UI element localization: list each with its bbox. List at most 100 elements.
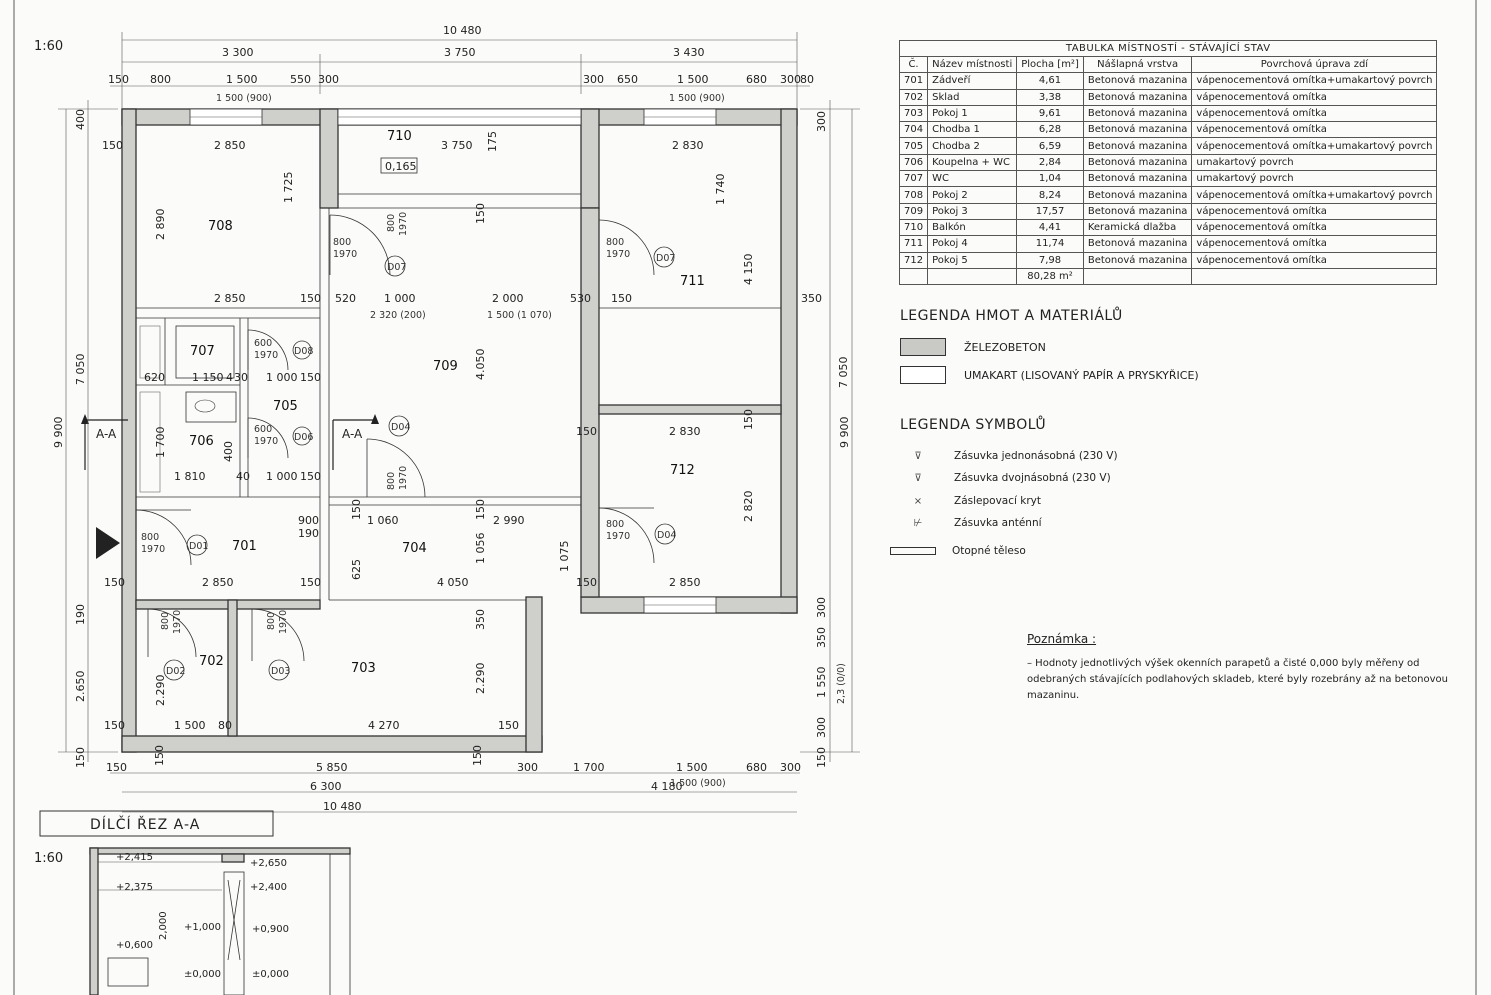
svg-text:2 820: 2 820 xyxy=(742,491,755,523)
legend-symbol-item: ⊽ Zásuvka dvojnásobná (230 V) xyxy=(900,472,1110,484)
svg-text:680: 680 xyxy=(746,73,767,86)
svg-text:150: 150 xyxy=(74,747,87,768)
svg-text:1 500: 1 500 xyxy=(174,719,206,732)
room-label: 707 xyxy=(190,344,215,359)
svg-text:1 500: 1 500 xyxy=(676,761,708,774)
svg-text:1970: 1970 xyxy=(141,544,165,555)
room-label: 705 xyxy=(273,399,298,414)
svg-text:520: 520 xyxy=(335,292,356,305)
section-levels: +2,415 +2,375 +2,650 +2,400 +1,000 +0,90… xyxy=(116,852,289,980)
svg-text:150: 150 xyxy=(742,409,755,430)
svg-text:1 075: 1 075 xyxy=(558,541,571,573)
room-name: Koupelna + WC xyxy=(927,153,1018,172)
svg-text:1 550: 1 550 xyxy=(815,667,828,699)
svg-text:1970: 1970 xyxy=(606,531,630,542)
dim-top-overall: 10 480 xyxy=(443,24,482,37)
svg-text:150: 150 xyxy=(300,371,321,384)
svg-text:800: 800 xyxy=(160,612,171,630)
dim-top-seg: 3 430 xyxy=(673,46,705,59)
svg-text:4 180: 4 180 xyxy=(651,780,683,793)
floor-layer: Betonová mazanina xyxy=(1082,202,1193,220)
floor-layer: Betonová mazanina xyxy=(1082,153,1193,172)
room-table: TABULKA MÍSTNOSTÍ - STÁVAJÍCÍ STAV Č. Ná… xyxy=(898,40,1438,286)
col-header: Povrchová úprava zdí xyxy=(1191,55,1438,74)
room-number: 711 xyxy=(898,235,929,253)
svg-text:5 850: 5 850 xyxy=(316,761,348,774)
svg-text:1 056: 1 056 xyxy=(474,533,487,565)
svg-text:625: 625 xyxy=(350,559,363,580)
svg-text:1970: 1970 xyxy=(172,610,183,634)
svg-text:1 700: 1 700 xyxy=(573,761,605,774)
floor-layer: Betonová mazanina xyxy=(1082,137,1193,155)
room-number: 710 xyxy=(898,218,929,237)
svg-text:1970: 1970 xyxy=(333,249,357,260)
walls xyxy=(121,108,798,753)
section-mark-right: A-A xyxy=(342,427,363,441)
wall-finish: vápenocementová omítka xyxy=(1191,88,1438,106)
room-number: 712 xyxy=(898,251,929,269)
room-area: 3,38 xyxy=(1016,88,1084,106)
room-table-header: Č. Název místnosti Plocha [m²] Nášlapná … xyxy=(898,55,1438,74)
radiator-icon xyxy=(890,547,936,555)
door-tag: D03 xyxy=(271,666,290,677)
dim-top-seg: 3 300 xyxy=(222,46,254,59)
wall-south-step xyxy=(525,596,543,753)
svg-text:300: 300 xyxy=(318,73,339,86)
room-label: 703 xyxy=(351,661,376,676)
door-tag: D06 xyxy=(294,432,313,443)
svg-text:800: 800 xyxy=(386,214,397,232)
svg-text:1 000: 1 000 xyxy=(384,292,416,305)
svg-text:350: 350 xyxy=(815,627,828,648)
svg-text:1 000: 1 000 xyxy=(266,470,298,483)
partitions xyxy=(135,193,781,601)
wall-east xyxy=(780,108,798,614)
svg-text:175: 175 xyxy=(486,131,499,152)
room-area: 17,57 xyxy=(1016,202,1084,220)
wall-finish: vápenocementová omítka xyxy=(1191,202,1438,220)
door-tag: D07 xyxy=(387,262,406,273)
wall-finish: vápenocementová omítka xyxy=(1191,251,1438,269)
door-tag: D07 xyxy=(656,253,675,264)
svg-text:2,000: 2,000 xyxy=(158,911,169,940)
room-total-area: 80,28 m² xyxy=(1016,267,1084,286)
wall-west xyxy=(121,108,137,753)
floor-layer: Betonová mazanina xyxy=(1082,88,1193,106)
dim-top-seg: 3 750 xyxy=(444,46,476,59)
svg-text:2 990: 2 990 xyxy=(493,514,525,527)
legend-materials-title: LEGENDA HMOT A MATERIÁLŮ xyxy=(900,308,1123,324)
svg-text:±0,000: ±0,000 xyxy=(184,969,221,980)
svg-text:150: 150 xyxy=(474,203,487,224)
room-number: 707 xyxy=(898,170,929,188)
room-name: WC xyxy=(927,170,1018,188)
legend-material-item: ŽELEZOBETON xyxy=(900,338,1046,356)
room-label: 702 xyxy=(199,654,224,669)
plan-scale: 1:60 xyxy=(34,39,63,54)
dims-bottom: 150 150 5 850 150 300 1 700 1 500 680 30… xyxy=(106,745,801,813)
door-swings xyxy=(135,214,655,662)
dimension-lines xyxy=(58,32,860,813)
svg-text:2 890: 2 890 xyxy=(154,209,167,241)
fixtures xyxy=(139,325,237,493)
svg-text:9 900: 9 900 xyxy=(52,417,65,449)
svg-text:6 300: 6 300 xyxy=(310,780,342,793)
material-swatch-umakart xyxy=(900,366,946,384)
wall-709-east xyxy=(580,207,600,598)
svg-text:800: 800 xyxy=(266,612,277,630)
door-tags: D07 D07 D08 D06 D04 D01 D04 D02 D03 xyxy=(163,246,676,681)
entry-arrow-icon xyxy=(96,527,120,559)
legend-material-item: UMAKART (LISOVANÝ PAPÍR A PRYSKYŘICE) xyxy=(900,366,1199,384)
dims-right: 300 7 050 9 900 300 350 1 550 300 150 2,… xyxy=(815,111,851,768)
svg-text:4 270: 4 270 xyxy=(368,719,400,732)
svg-text:1 500 (900): 1 500 (900) xyxy=(670,778,726,789)
room-name: Chodba 1 xyxy=(927,121,1018,139)
room-number: 709 xyxy=(898,202,929,220)
svg-text:150: 150 xyxy=(300,470,321,483)
room-area: 8,24 xyxy=(1016,186,1084,204)
door-tag: D02 xyxy=(166,666,185,677)
svg-text:1 500 (900): 1 500 (900) xyxy=(216,93,272,104)
svg-text:800: 800 xyxy=(606,237,624,248)
room-name: Pokoj 3 xyxy=(927,202,1018,220)
